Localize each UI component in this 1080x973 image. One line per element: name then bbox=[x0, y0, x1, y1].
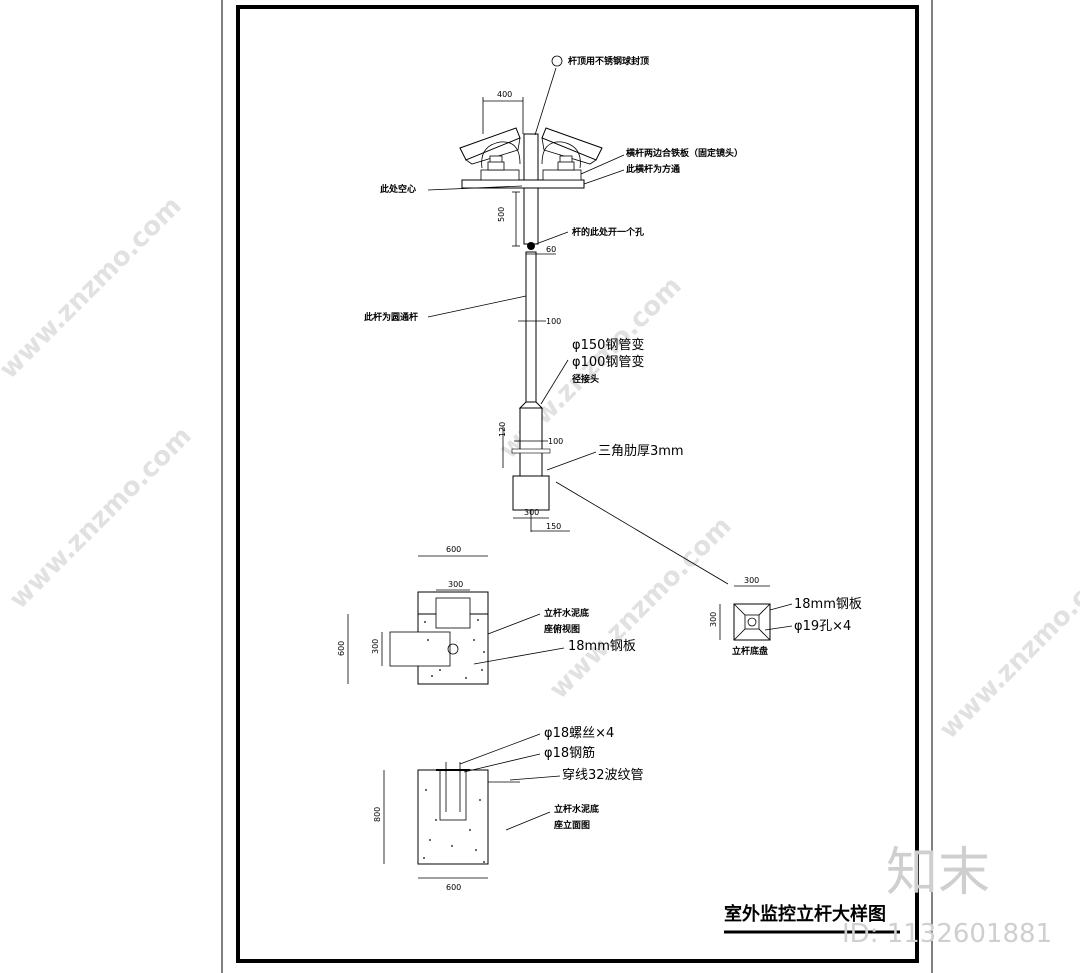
dim-lower: 100 bbox=[548, 437, 563, 446]
label-elev-2: 座立面图 bbox=[553, 819, 590, 831]
drawing-title: 室外监控立杆大样图 bbox=[724, 903, 886, 925]
label-crossarm-square: 此横杆为方通 bbox=[626, 163, 680, 175]
watermark-text: www.znzmo.com bbox=[544, 511, 738, 705]
top-ball-icon bbox=[551, 55, 563, 67]
label-elev-1: 立杆水泥底 bbox=[554, 803, 599, 815]
camera-right-icon bbox=[541, 127, 603, 171]
watermark-text: www.znzmo.com bbox=[4, 421, 198, 615]
label-rebar: φ18钢筋 bbox=[544, 745, 595, 761]
drawing-border bbox=[236, 5, 919, 963]
label-plan-2: 座俯视图 bbox=[543, 623, 580, 635]
label-round-pole: 此杆为圆通杆 bbox=[364, 311, 418, 323]
label-reducer-3: 径接头 bbox=[572, 373, 599, 385]
label-crossarm-plate: 横杆两边合铁板（固定镜头） bbox=[626, 147, 743, 159]
watermark-text: www.znzmo.com bbox=[0, 191, 188, 385]
label-reducer-2: φ100钢管变 bbox=[572, 354, 644, 370]
watermark-text: www.znzmo.com bbox=[934, 551, 1080, 745]
dim-plan-inner-h: 300 bbox=[371, 639, 380, 654]
dim-plan-outer-h: 600 bbox=[337, 641, 346, 656]
dim-plate-width: 300 bbox=[744, 576, 759, 585]
label-rib: 三角肋厚3mm bbox=[598, 444, 684, 459]
label-hole: 杆的此处开一个孔 bbox=[572, 226, 644, 238]
dim-rib: 120 bbox=[498, 422, 507, 437]
dim-hole: 60 bbox=[546, 245, 556, 254]
label-bolts: φ18螺丝×4 bbox=[544, 726, 614, 741]
dim-plate-height: 300 bbox=[709, 612, 718, 627]
label-plan-1: 立杆水泥底 bbox=[544, 607, 589, 619]
dim-plan-outer-w: 600 bbox=[446, 545, 461, 554]
label-reducer-1: φ150钢管变 bbox=[572, 337, 644, 353]
dim-top-width: 400 bbox=[497, 90, 512, 99]
base-plate-detail: 300 300 18mm钢板 φ19孔×4 立杆底盘 bbox=[709, 576, 862, 657]
label-plan-plate: 18mm钢板 bbox=[568, 639, 636, 654]
dim-elev-width: 600 bbox=[446, 883, 461, 892]
cable-hole bbox=[527, 242, 535, 250]
dim-arm-height: 500 bbox=[497, 207, 506, 222]
label-plate: 18mm钢板 bbox=[794, 597, 862, 612]
dim-base-width: 300 bbox=[524, 508, 539, 517]
brand-id: ID: 1132601881 bbox=[842, 919, 1052, 949]
dim-base-half: 150 bbox=[546, 522, 561, 531]
dim-upper: 100 bbox=[546, 317, 561, 326]
brand-watermark: 知末 ID: 1132601881 bbox=[842, 843, 1052, 949]
plan-view-detail: 600 300 600 300 立杆水泥底 座俯视图 18mm钢板 bbox=[337, 545, 636, 685]
label-plate-holes: φ19孔×4 bbox=[794, 619, 851, 634]
crossarm bbox=[461, 179, 585, 189]
label-base-plate: 立杆底盘 bbox=[732, 645, 768, 657]
pole-elevation: 400 500 60 100 120 100 300 150 杆顶用不锈钢球封顶… bbox=[364, 55, 743, 585]
label-top-cap: 杆顶用不锈钢球封顶 bbox=[568, 55, 649, 67]
camera-left-icon bbox=[459, 127, 521, 171]
brand-logo: 知末 bbox=[886, 843, 990, 903]
elevation-view-detail: 800 600 φ18螺丝×4 φ18钢筋 穿线32波纹管 立杆水泥底 座立面图 bbox=[373, 726, 644, 892]
dim-elev-height: 800 bbox=[373, 807, 382, 822]
sheet-frame bbox=[221, 0, 933, 973]
dim-plan-inner-w: 300 bbox=[448, 580, 463, 589]
label-conduit: 穿线32波纹管 bbox=[562, 767, 644, 783]
title-block: 室外监控立杆大样图 bbox=[724, 903, 900, 934]
label-hollow: 此处空心 bbox=[380, 183, 416, 195]
